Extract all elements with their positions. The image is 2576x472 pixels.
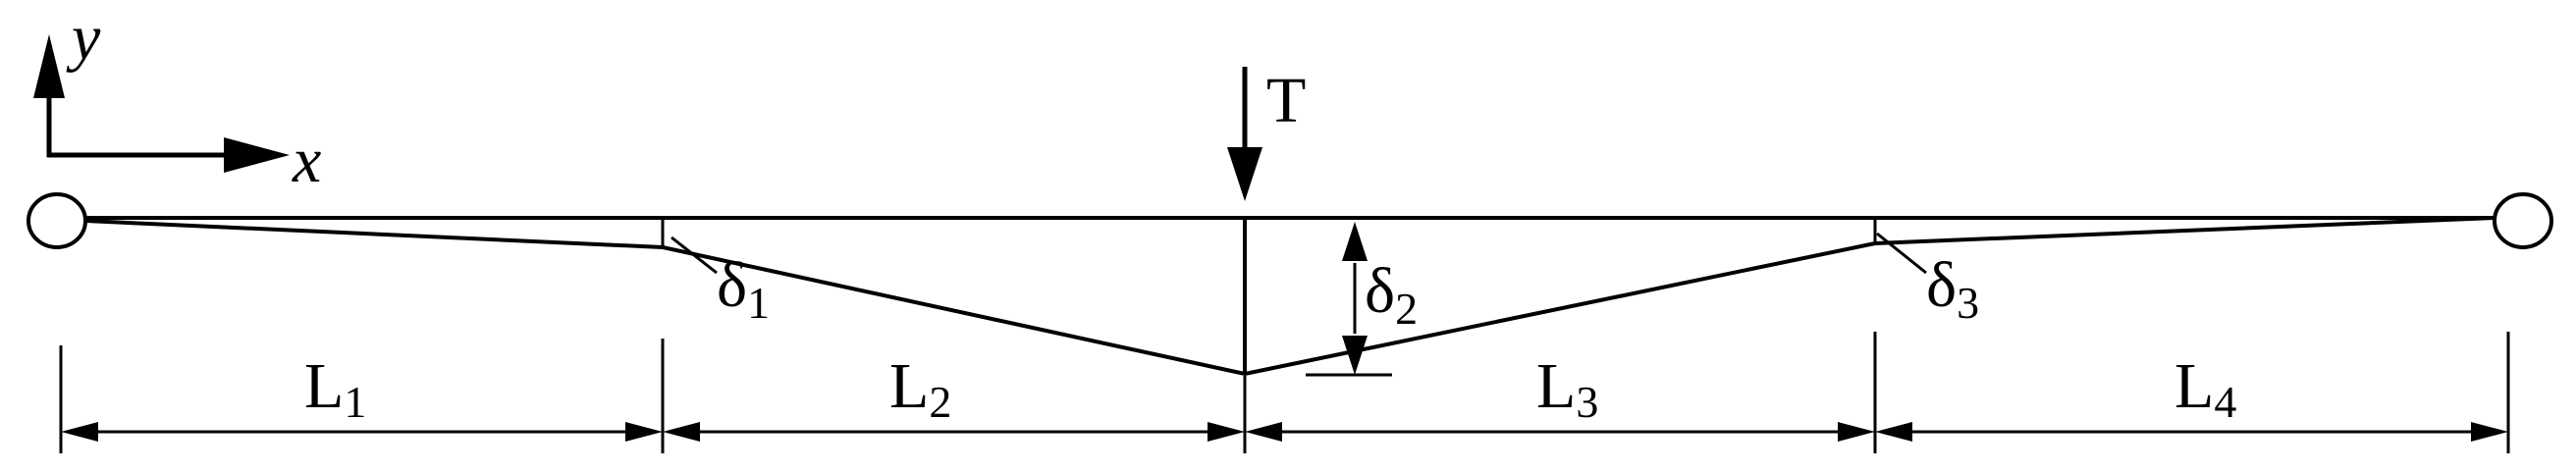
deflection-2-dimension xyxy=(1306,222,1392,377)
load-arrowhead xyxy=(1227,147,1262,201)
deflection-2-label: δ2 xyxy=(1365,255,1418,334)
deflection-1-leader xyxy=(671,236,718,275)
right-support-circle xyxy=(2493,192,2553,249)
y-axis-arrowhead xyxy=(33,34,65,98)
span-dimension-4 xyxy=(1875,422,2508,442)
coordinate-axes: y x xyxy=(33,2,321,196)
deformed-cable-line xyxy=(84,216,2496,377)
span-label-1: L1 xyxy=(304,350,366,427)
span-dimension-2 xyxy=(663,422,1245,442)
span-label-3: L3 xyxy=(1536,350,1598,427)
y-axis-label: y xyxy=(66,2,101,74)
x-axis-arrowhead xyxy=(224,137,290,173)
span-dimension-1 xyxy=(61,422,663,442)
deflection-1-label: δ1 xyxy=(717,249,770,328)
x-axis-label: x xyxy=(292,125,321,196)
deflection-3-leader xyxy=(1876,232,1927,275)
load-arrow xyxy=(1227,67,1262,201)
load-label: T xyxy=(1266,65,1306,136)
span-label-4: L4 xyxy=(2174,350,2236,427)
left-support-circle xyxy=(27,192,87,249)
span-label-2: L2 xyxy=(889,350,951,427)
span-dimension-3 xyxy=(1245,422,1875,442)
deflection-3-label: δ3 xyxy=(1926,249,1979,328)
